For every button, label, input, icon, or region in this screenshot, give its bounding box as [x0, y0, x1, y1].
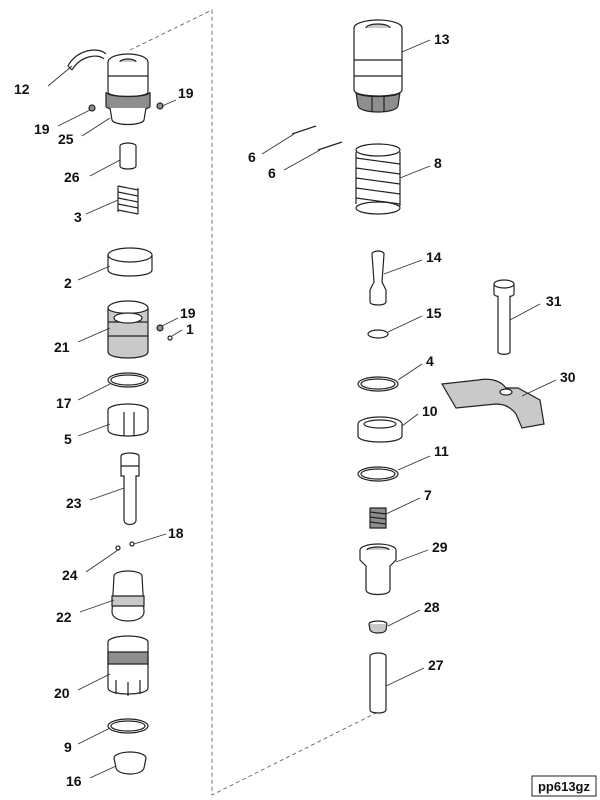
callout-19-left: 19 — [34, 121, 50, 137]
part-23-plunger — [120, 452, 140, 526]
part-17-oring — [107, 372, 149, 388]
part-15-ring — [367, 329, 389, 339]
callout-29: 29 — [432, 539, 448, 555]
callout-13: 13 — [434, 31, 450, 47]
callout-25: 25 — [58, 131, 74, 147]
callout-17: 17 — [56, 395, 72, 411]
callout-18: 18 — [168, 525, 184, 541]
part-16-cap — [113, 751, 147, 775]
part-26-sleeve — [119, 142, 137, 170]
part-14-valve — [369, 250, 387, 306]
part-24-pin — [115, 545, 121, 551]
callout-8: 8 — [434, 155, 442, 171]
part-18-pin — [129, 541, 135, 547]
callout-21: 21 — [54, 339, 70, 355]
assembly-axis-line — [129, 9, 379, 796]
part-7-spring — [369, 507, 387, 529]
callout-6-upper: 6 — [248, 149, 256, 165]
callout-9: 9 — [64, 739, 72, 755]
part-5-collar — [107, 403, 149, 437]
part-6-pin-lower — [317, 141, 343, 151]
part-6-pin-upper — [291, 125, 317, 135]
part-27-rod — [369, 652, 387, 714]
part-28-cup — [368, 620, 388, 634]
part-11-oring — [357, 466, 399, 482]
callout-labels: 12 19 25 19 26 3 2 21 19 1 17 5 23 18 24… — [14, 31, 576, 789]
callout-7: 7 — [424, 487, 432, 503]
part-21-housing — [107, 300, 149, 359]
callout-4: 4 — [426, 353, 434, 369]
part-4-oring — [357, 376, 399, 392]
part-2-ring — [107, 247, 153, 277]
callout-22: 22 — [56, 609, 72, 625]
part-19-screw-left — [88, 104, 96, 112]
callout-1: 1 — [186, 321, 194, 337]
leader-lines — [47, 39, 557, 779]
part-22-barrel — [111, 570, 145, 622]
part-8-spring — [355, 143, 401, 215]
part-29-sleeve — [359, 543, 397, 596]
part-9-oring — [107, 718, 149, 734]
callout-20: 20 — [54, 685, 70, 701]
part-30-clamp — [441, 378, 545, 429]
callout-5: 5 — [64, 431, 72, 447]
callout-26: 26 — [64, 169, 80, 185]
figure-code-tag: pp613gz — [531, 775, 597, 797]
callout-10: 10 — [422, 403, 438, 419]
callout-11: 11 — [434, 443, 449, 459]
callout-31: 31 — [546, 293, 562, 309]
part-20-nut — [107, 635, 149, 696]
callout-19-lower: 19 — [180, 305, 196, 321]
part-1-ball — [167, 335, 173, 341]
callout-28: 28 — [424, 599, 440, 615]
part-10-ring — [357, 416, 403, 443]
callout-15: 15 — [426, 305, 442, 321]
callout-12: 12 — [14, 81, 30, 97]
callout-30: 30 — [560, 369, 576, 385]
callout-23: 23 — [66, 495, 82, 511]
callout-2: 2 — [64, 275, 72, 291]
part-top-housing — [105, 53, 151, 126]
callout-16: 16 — [66, 773, 82, 789]
callout-19-right: 19 — [178, 85, 194, 101]
part-12-clip — [67, 49, 107, 71]
callout-24: 24 — [62, 567, 78, 583]
callout-27: 27 — [428, 657, 444, 673]
part-3-spring — [117, 185, 139, 215]
part-13-body — [353, 19, 403, 113]
callout-3: 3 — [74, 209, 82, 225]
callout-6-lower: 6 — [268, 165, 276, 181]
callout-14: 14 — [426, 249, 442, 265]
part-19-screw-lower — [156, 324, 164, 332]
part-31-bolt — [493, 279, 515, 355]
figure-code-text: pp613gz — [538, 779, 591, 794]
